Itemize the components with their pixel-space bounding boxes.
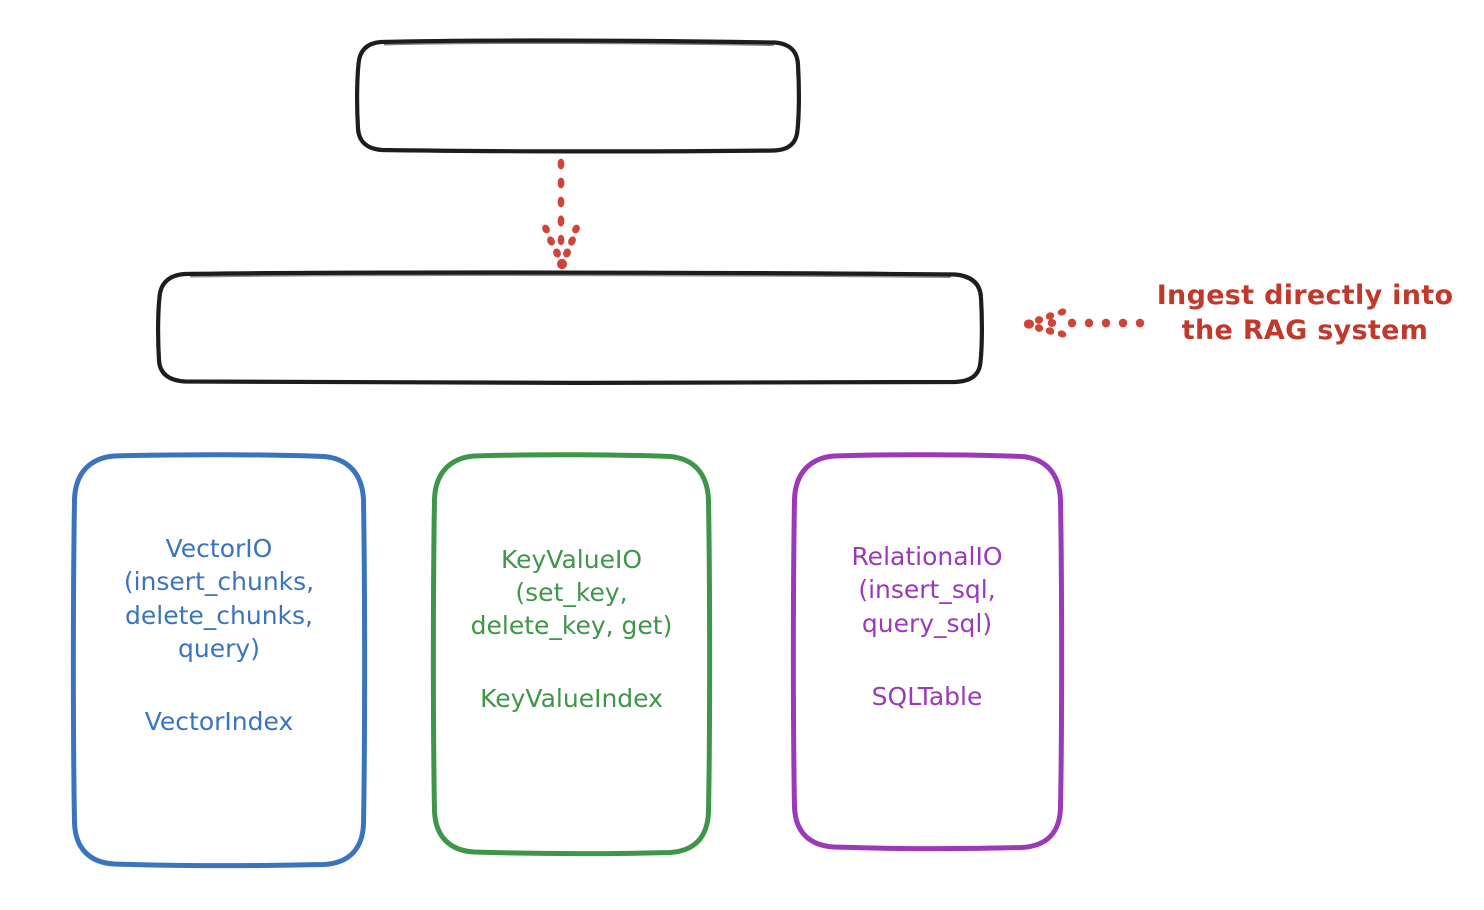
relational-io-node[interactable]: RelationalIO (insert_sql, query_sql) SQL…	[790, 452, 1065, 852]
agent-to-rag-tool-arrow	[542, 158, 580, 270]
relational-io-index: SQLTable	[871, 681, 983, 711]
ingest-annotation: Ingest directly into the RAG system	[1156, 280, 1454, 346]
vector-io-index: VectorIndex	[144, 707, 294, 736]
agent-label: AGENT	[516, 78, 640, 113]
key-value-io-index: KeyValueIndex	[480, 684, 663, 714]
key-value-io-node[interactable]: KeyValueIO (set_key, delete_key, get) Ke…	[430, 452, 713, 857]
key-value-io-operations: KeyValueIO (set_key, delete_key, get)	[470, 544, 673, 641]
relational-io-operations: RelationalIO (insert_sql, query_sql)	[851, 542, 1003, 638]
ingest-pointer-arrow	[1023, 308, 1145, 338]
agent-node[interactable]: AGENT	[354, 38, 802, 154]
vector-io-operations: VectorIO (insert_chunks, delete_chunks, …	[123, 534, 315, 663]
rag-tool-label: RAG Tool	[505, 309, 634, 343]
rag-tool-node[interactable]: RAG Tool	[155, 270, 985, 386]
vector-io-node[interactable]: VectorIO (insert_chunks, delete_chunks, …	[70, 452, 368, 869]
